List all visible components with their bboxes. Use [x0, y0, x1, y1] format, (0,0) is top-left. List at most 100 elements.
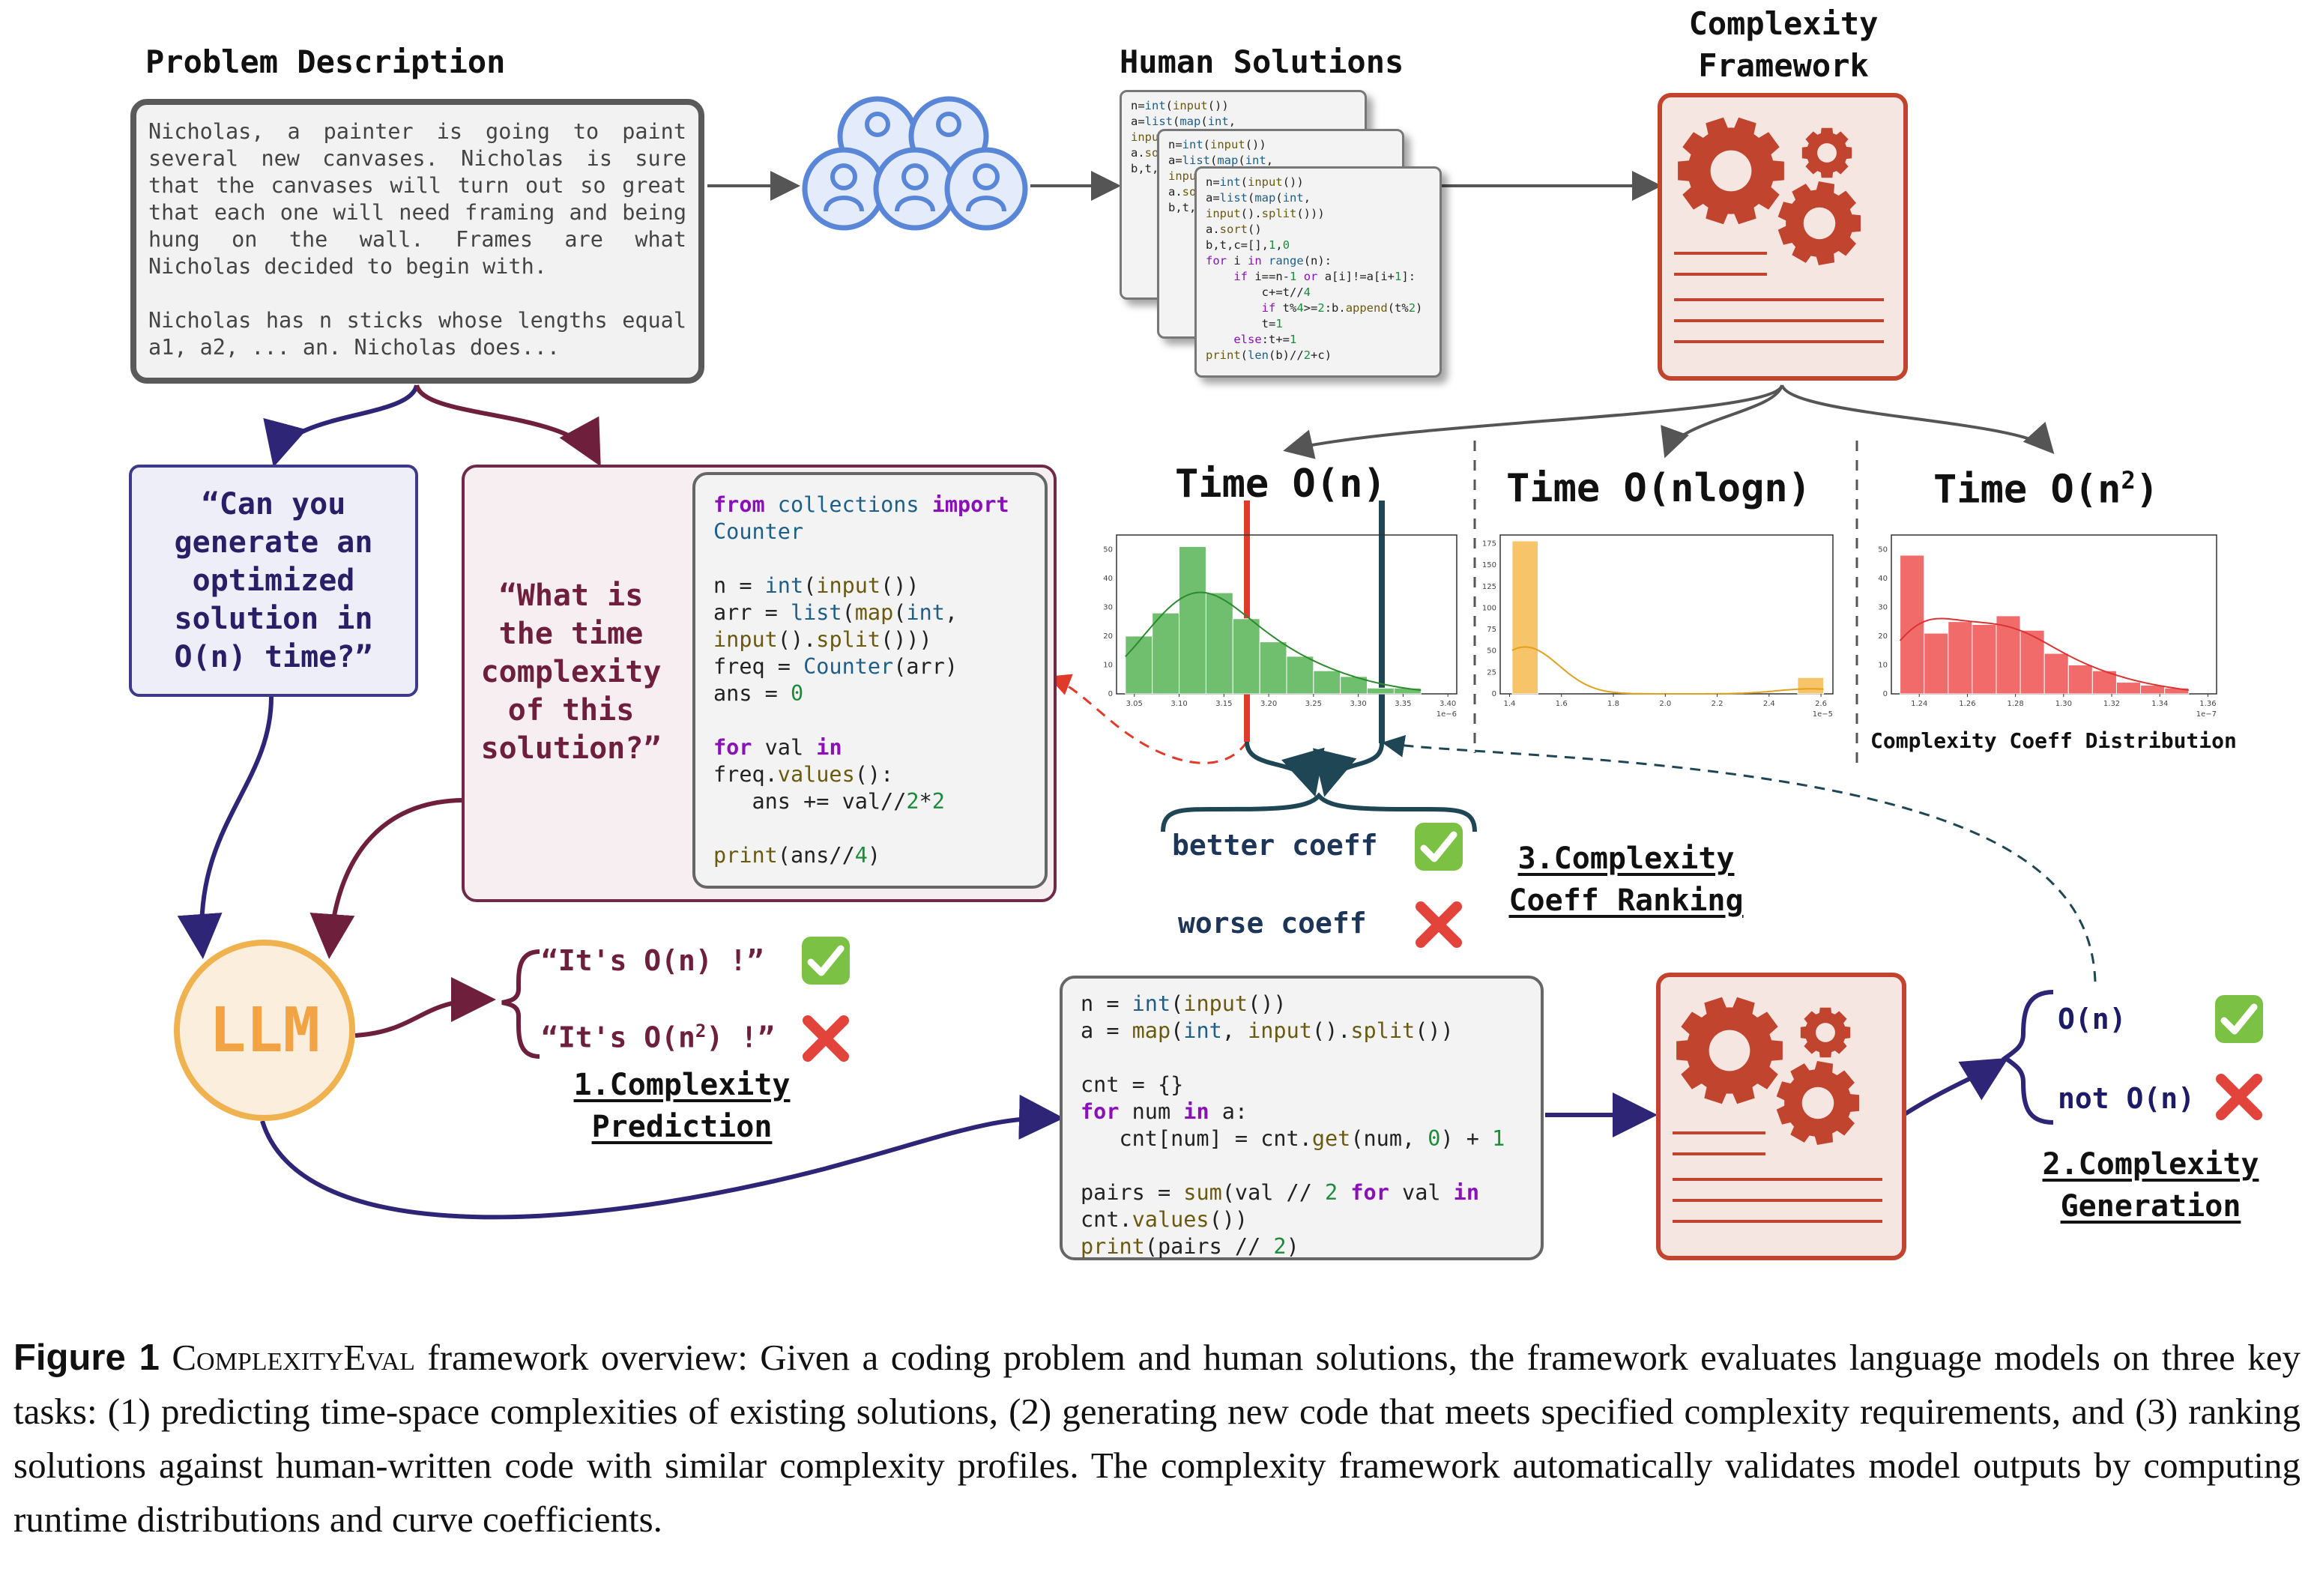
time-on2-sup: 2	[2121, 466, 2136, 495]
histogram-bar	[1900, 554, 1925, 695]
code-line: a = map(int, input().split())	[1081, 1018, 1454, 1043]
gears-icon	[1673, 997, 1882, 1223]
x-tick-label: 3.25	[1305, 700, 1322, 708]
histogram-bar	[2067, 664, 2093, 695]
histogram-bar	[1259, 641, 1287, 695]
code-line: a=list(map(int,	[1131, 115, 1236, 128]
coeff-distribution-label: Complexity Coeff Distribution	[1870, 728, 2237, 753]
brace-answers	[501, 949, 540, 1059]
arrow-problem-to-complexity-q	[414, 384, 601, 467]
brace-coeff	[1161, 792, 1477, 832]
code-line: pairs = sum(val // 2 for val in	[1081, 1180, 1479, 1205]
code-line: n = int(input())	[713, 573, 919, 598]
caption-framework-name: ComplexityEval	[172, 1337, 415, 1378]
time-on2-prefix: Time O(n	[1933, 467, 2121, 513]
caption-text: framework overview: Given a coding probl…	[13, 1337, 2301, 1540]
y-tick-label: 40	[1878, 575, 1888, 583]
better-coeff-label: better coeff	[1172, 829, 1378, 862]
code-line: Counter	[713, 519, 804, 544]
task-ranking-label: 3.Complexity Coeff Ranking	[1508, 841, 1744, 918]
code-line: a=list(map(int,	[1168, 154, 1274, 167]
histogram-bar	[1205, 592, 1233, 695]
solution-code-front: n=int(input())a=list(map(int,input().spl…	[1206, 175, 1431, 363]
code-line	[713, 707, 1027, 734]
x-tick-label: 1.34	[2151, 700, 2168, 708]
answer-wrong-prefix: “It's O(n	[541, 1021, 695, 1054]
framework-title-line1: Complexity	[1688, 5, 1879, 42]
code-line: ans = 0	[713, 681, 804, 706]
solution-card-front: n=int(input())a=list(map(int,input().spl…	[1194, 166, 1442, 378]
histogram-bar	[2043, 653, 2069, 695]
chart-frame	[1499, 534, 1834, 695]
histogram-bar	[1313, 670, 1341, 695]
arrow-problem-to-generate-q	[263, 384, 419, 468]
task-prediction-label: 1.Complexity Prediction	[573, 1068, 791, 1144]
code-panel-generated: n = int(input())a = map(int, input().spl…	[1060, 976, 1544, 1260]
gen-answer-bad: not O(n)	[2058, 1082, 2196, 1115]
code-line: for val in	[713, 735, 842, 760]
y-tick-label: 30	[1878, 603, 1888, 611]
code-line: n=int(input())	[1206, 175, 1304, 189]
arrow-framework-to-gen-answers	[1902, 1057, 2009, 1117]
histogram-bar	[1367, 687, 1395, 695]
gear-hole	[1801, 1086, 1834, 1119]
code-line: for num in a:	[1081, 1099, 1248, 1124]
x-tick-label: 3.30	[1350, 700, 1366, 708]
code-line: a.sort()	[1206, 223, 1262, 236]
y-tick-label: 50	[1487, 647, 1496, 656]
code-generated: n = int(input())a = map(int, input().spl…	[1081, 991, 1523, 1260]
histogram-bar	[1179, 545, 1206, 695]
framework-title-line2: Framework	[1698, 47, 1869, 84]
x-tick-label: 1.32	[2103, 700, 2120, 708]
y-tick-label: 20	[1103, 632, 1113, 641]
x-tick-label: 3.20	[1260, 700, 1277, 708]
arrow-framework-to-on	[1283, 384, 1783, 459]
code-line: print(len(b)//2+c)	[1206, 348, 1332, 362]
gears-icon	[1674, 117, 1884, 343]
histogram-bar	[1511, 540, 1539, 695]
answer-correct: “It's O(n) !”	[541, 944, 764, 977]
figure-caption: Figure 1 ComplexityEval framework overvi…	[13, 1331, 2301, 1547]
code-line: cnt[num] = cnt.get(num, 0) + 1	[1081, 1126, 1505, 1151]
histogram-bar	[2091, 670, 2117, 695]
check-icon	[2215, 995, 2263, 1043]
kde-curve	[1899, 617, 2189, 691]
code-line	[1081, 1152, 1523, 1179]
problem-box: Nicholas, a painter is going to paint se…	[130, 99, 704, 384]
y-tick-label: 75	[1487, 626, 1496, 634]
gear-hole	[1803, 207, 1836, 240]
gear-hole	[1816, 1023, 1835, 1042]
code-line: freq.values():	[713, 762, 894, 787]
x-tick-label: 3.40	[1440, 700, 1456, 708]
framework-panel	[1658, 93, 1908, 381]
y-tick-label: 125	[1482, 583, 1496, 591]
x-tick-label: 1.24	[1911, 700, 1927, 708]
arrow-framework-to-on2	[1780, 384, 2055, 454]
generate-question-box: “Can you generate an optimized solution …	[129, 465, 418, 697]
histogram-bar	[1286, 656, 1314, 695]
x-exponent: 1e−7	[2196, 710, 2217, 719]
y-tick-label: 0	[1883, 690, 1888, 698]
merge-teal	[1313, 743, 1384, 797]
x-tick-label: 1.36	[2199, 700, 2216, 708]
x-tick-label: 1.4	[1504, 700, 1516, 708]
y-tick-label: 100	[1482, 604, 1496, 612]
gen-answer-ok: O(n)	[2058, 1003, 2127, 1036]
problem-text-2: Nicholas has n sticks whose lengths equa…	[148, 308, 686, 360]
x-tick-label: 2.4	[1763, 700, 1775, 708]
code-line: cnt = {}	[1081, 1072, 1184, 1097]
dashed-red-arrow	[1048, 674, 1248, 764]
time-on-label: Time O(n)	[1175, 462, 1386, 507]
code-line: t=1	[1206, 317, 1283, 330]
code-line: for i in range(n):	[1206, 254, 1332, 267]
worse-coeff-label: worse coeff	[1178, 907, 1367, 940]
code-line: else:t+=1	[1233, 333, 1297, 346]
x-tick-label: 1.26	[1959, 700, 1975, 708]
code-line: c+=t//4	[1206, 285, 1311, 299]
gear-hole	[1710, 150, 1752, 192]
